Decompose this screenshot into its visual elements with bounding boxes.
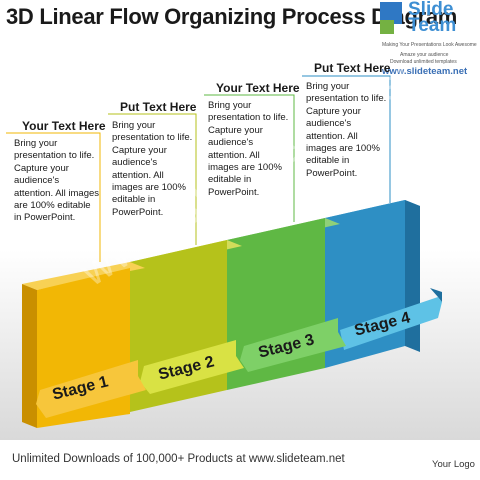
callout-2-heading: Put Text Here <box>120 100 197 114</box>
callout-2: Put Text Here <box>120 100 204 114</box>
callout-1-heading: Your Text Here <box>22 119 106 133</box>
callout-4: Put Text Here <box>314 61 398 75</box>
callout-4-body: Bring your presentation to life. Capture… <box>306 81 387 179</box>
connector-1 <box>6 132 101 262</box>
callout-1-body: Bring your presentation to life. Capture… <box>14 138 100 224</box>
logo-promo-line-1: Amaze your audience <box>400 52 449 58</box>
callout-1: Your Text Here <box>22 119 108 133</box>
stage-1-block <box>22 262 146 428</box>
callout-3-text: Bring your presentation to life. Capture… <box>208 100 292 199</box>
footer-text: Unlimited Downloads of 100,000+ Products… <box>12 453 345 465</box>
callout-1-text: Bring your presentation to life. Capture… <box>14 138 100 225</box>
callout-connectors <box>6 75 391 262</box>
stage-4-block <box>325 200 442 368</box>
callout-2-text: Bring your presentation to life. Capture… <box>112 120 196 219</box>
callout-3: Your Text Here <box>216 81 300 95</box>
stage-2-block <box>130 240 244 412</box>
callout-4-text: Bring your presentation to life. Capture… <box>306 81 388 180</box>
logo-square-small-icon <box>380 20 394 34</box>
connector-3 <box>204 94 295 222</box>
callout-4-heading: Put Text Here <box>314 61 391 75</box>
logo-tagline: Making Your Presentations Look Awesome <box>382 42 477 48</box>
logo-square-icon <box>380 2 402 24</box>
callout-2-body: Bring your presentation to life. Capture… <box>112 120 193 218</box>
callout-3-heading: Your Text Here <box>216 81 300 95</box>
logo-promo-line-2: Download unlimited templates <box>390 59 457 65</box>
connector-4 <box>302 75 391 203</box>
stage-3-block <box>227 218 346 390</box>
logo-url: www.slideteam.net <box>382 66 468 77</box>
connector-2 <box>108 113 197 245</box>
slideteam-logo: Slide Team Making Your Presentations Loo… <box>380 0 477 86</box>
footer-logo-placeholder: Your Logo <box>432 459 475 470</box>
logo-name: Slide Team <box>408 0 457 36</box>
callout-3-body: Bring your presentation to life. Capture… <box>208 100 289 198</box>
